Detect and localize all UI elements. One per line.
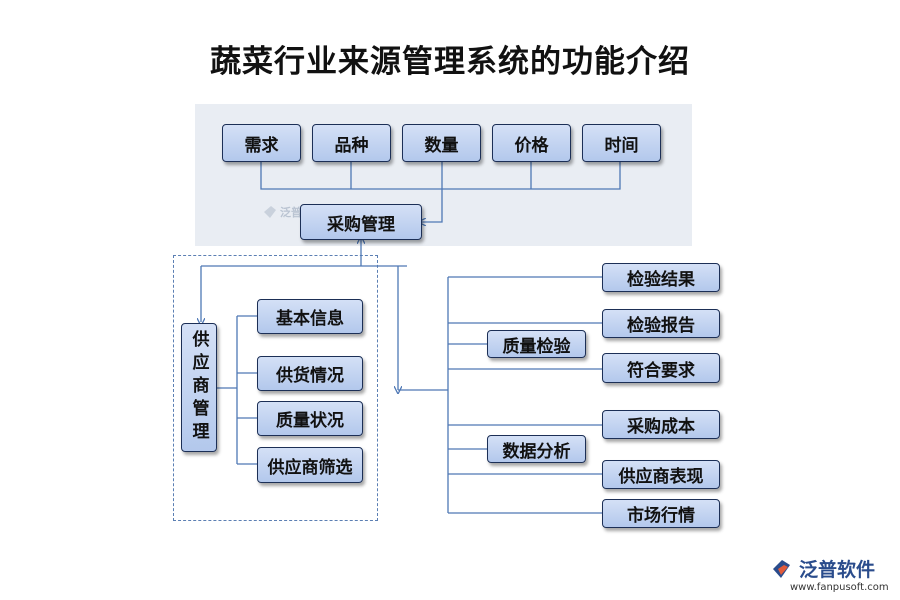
node-quality-status: 质量状况 — [257, 401, 363, 436]
node-supplier-management: 供应商管理 — [181, 323, 217, 452]
brand-url: www.fanpusoft.com — [790, 582, 889, 593]
node-quality-inspection: 质量检验 — [487, 330, 586, 358]
watermark-logo-icon — [264, 206, 276, 218]
node-variety: 品种 — [312, 124, 391, 162]
node-supplier-performance: 供应商表现 — [602, 460, 720, 489]
node-inspection-result: 检验结果 — [602, 263, 720, 292]
node-meets-requirements: 符合要求 — [602, 353, 720, 383]
diagram-title: 蔬菜行业来源管理系统的功能介绍 — [210, 44, 690, 80]
brand-name: 泛普软件 — [799, 559, 876, 581]
node-price: 价格 — [492, 124, 571, 162]
node-supply-status: 供货情况 — [257, 356, 363, 391]
node-basic-info: 基本信息 — [257, 299, 363, 334]
supplier-group-box — [173, 255, 378, 521]
node-purchase-cost: 采购成本 — [602, 410, 720, 439]
node-inspection-report: 检验报告 — [602, 309, 720, 338]
node-time: 时间 — [582, 124, 661, 162]
node-data-analysis: 数据分析 — [487, 435, 586, 463]
brand-logo-icon — [773, 559, 790, 578]
node-demand: 需求 — [222, 124, 301, 162]
brand-logo: 泛普软件 — [770, 555, 875, 582]
node-purchase-management: 采购管理 — [300, 204, 422, 240]
node-quantity: 数量 — [402, 124, 481, 162]
node-supplier-screening: 供应商筛选 — [257, 447, 363, 483]
node-market-conditions: 市场行情 — [602, 499, 720, 528]
